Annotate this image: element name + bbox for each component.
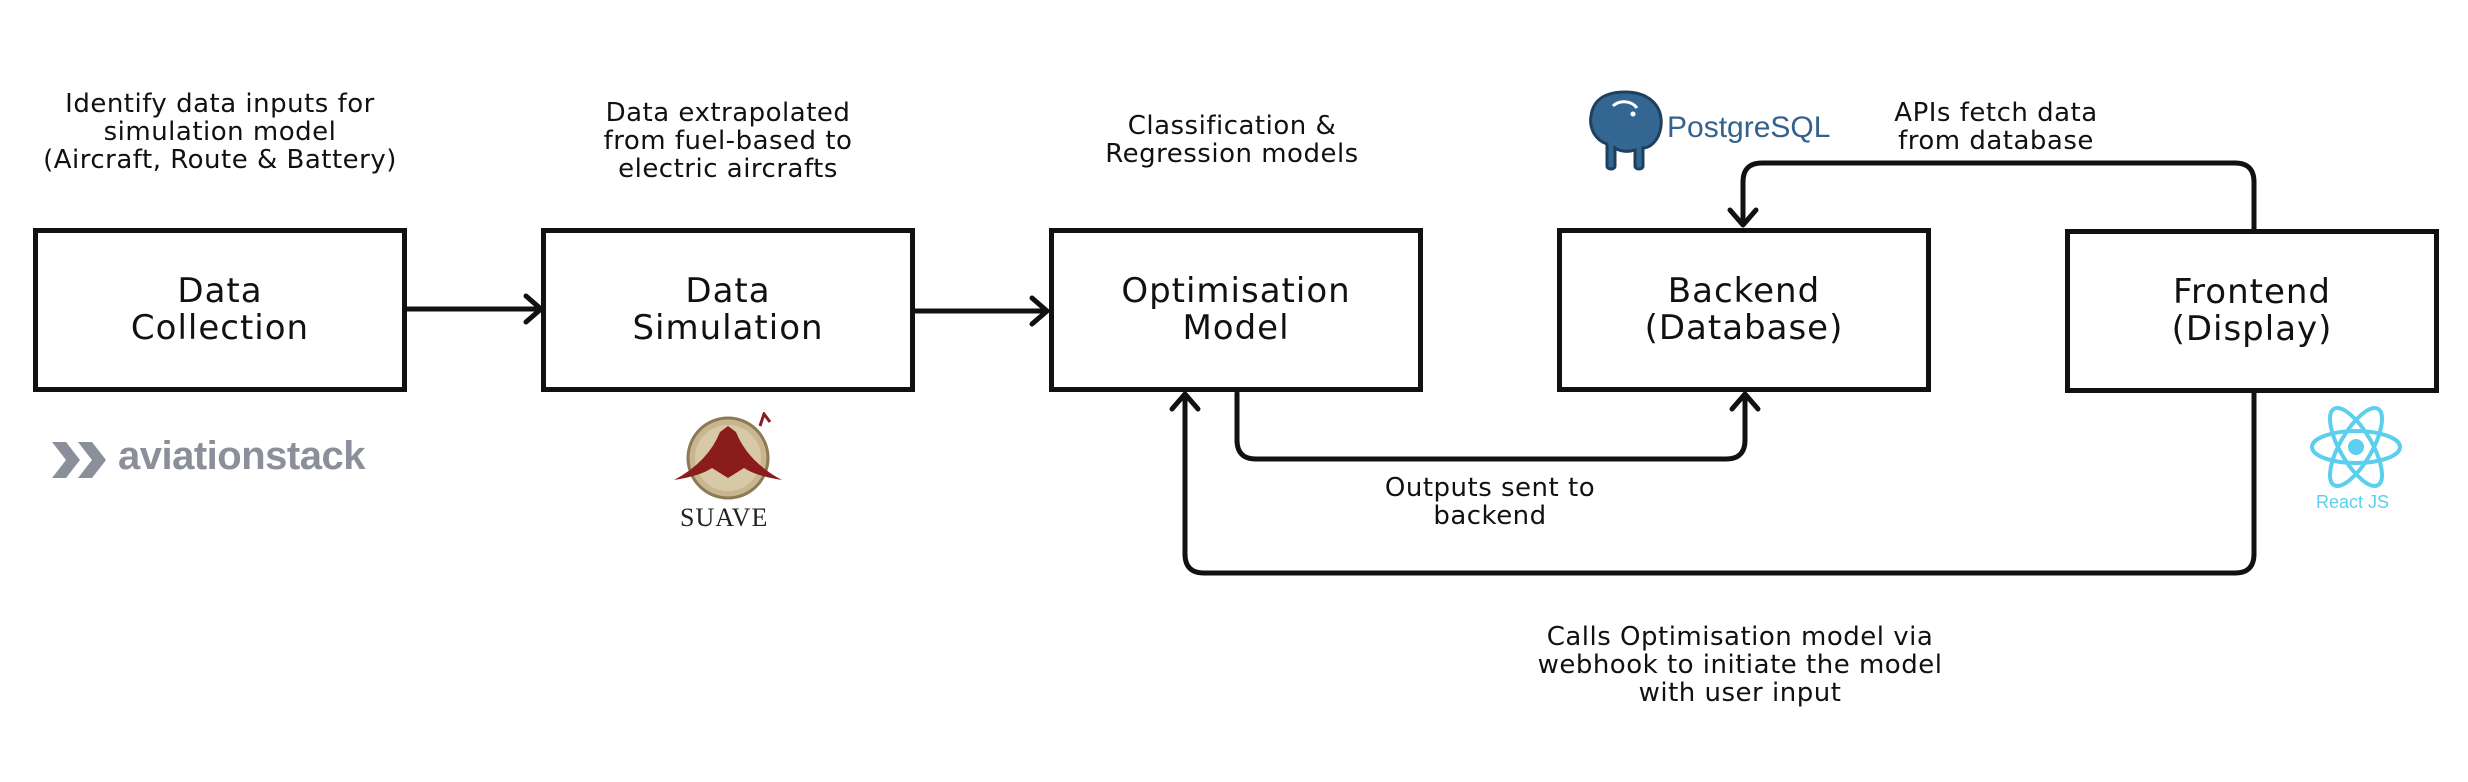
optimisation-model-box: Optimisation Model	[1049, 228, 1423, 392]
frontend-label: Frontend (Display)	[2171, 272, 2333, 349]
data-collection-box: Data Collection	[33, 228, 407, 392]
optimisation-model-label: Optimisation Model	[1121, 271, 1351, 348]
note-outputs: Outputs sent to backend	[1384, 473, 1596, 531]
backend-box: Backend (Database)	[1557, 228, 1931, 392]
arrow-frontend-to-backend	[1740, 160, 2257, 233]
postgresql-logo-text: PostgreSQL	[1667, 111, 1831, 144]
arrow-frontend-to-optimisation	[1182, 389, 2257, 576]
data-collection-label: Data Collection	[130, 271, 310, 348]
data-simulation-box: Data Simulation	[541, 228, 915, 392]
postgresql-elephant-icon	[1589, 90, 1663, 171]
aviationstack-logo-text: aviationstack	[118, 434, 365, 478]
react-logo-icon	[2310, 406, 2402, 488]
data-simulation-label: Data Simulation	[632, 271, 824, 348]
note-simulation: Data extrapolated from fuel-based to ele…	[603, 98, 853, 184]
note-calls: Calls Optimisation model via webhook to …	[1537, 622, 1943, 708]
arrow-optimisation-to-backend	[1234, 390, 1748, 462]
note-apis: APIs fetch data from database	[1894, 98, 2098, 156]
suave-logo-text: SUAVE	[680, 503, 769, 532]
suave-logo-icon	[674, 412, 782, 500]
react-logo-text: React JS	[2316, 492, 2390, 512]
note-collection: Identify data inputs for simulation mode…	[43, 89, 397, 175]
frontend-box: Frontend (Display)	[2065, 229, 2439, 393]
aviationstack-logo-icon	[52, 442, 106, 478]
backend-label: Backend (Database)	[1644, 271, 1844, 348]
note-optimisation: Classification & Regression models	[1105, 111, 1359, 169]
